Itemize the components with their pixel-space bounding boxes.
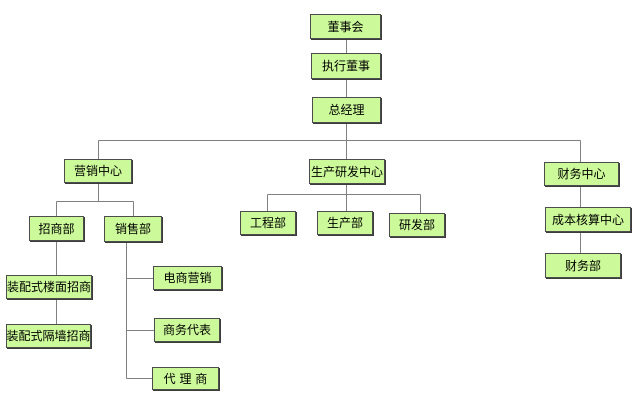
node-label: 装配式楼面招商 [7, 280, 92, 294]
org-node-business-rep: 商务代表 [154, 318, 220, 342]
node-label: 生产研发中心 [310, 164, 383, 179]
org-node-general-manager: 总经理 [312, 97, 381, 123]
node-label: 财务中心 [557, 167, 606, 181]
node-label: 总经理 [328, 103, 365, 117]
org-node-sales-dept: 销售部 [104, 216, 162, 242]
org-node-rd-dept: 研发部 [389, 213, 445, 237]
org-node-finance-center: 财务中心 [544, 162, 619, 186]
org-node-prefab-floor-investment: 装配式楼面招商 [6, 275, 92, 299]
node-label: 财务部 [564, 258, 601, 273]
node-label: 销售部 [114, 222, 151, 236]
org-node-board-of-directors: 董事会 [310, 14, 381, 39]
node-label: 装配式隔墙招商 [6, 329, 91, 343]
node-label: 成本核算中心 [551, 212, 624, 227]
org-node-executive-director: 执行董事 [311, 53, 381, 79]
org-node-production-dept: 生产部 [317, 211, 373, 235]
org-node-marketing-center: 营销中心 [64, 159, 132, 183]
node-label: 商务代表 [162, 323, 211, 337]
node-label: 招商部 [38, 221, 75, 236]
org-node-ecommerce-marketing: 电商营销 [153, 266, 222, 290]
org-node-prefab-wall-investment: 装配式隔墙招商 [6, 324, 91, 348]
org-node-investment-dept: 招商部 [29, 216, 84, 241]
org-node-finance-dept: 财务部 [545, 253, 621, 278]
node-label: 工程部 [249, 216, 286, 230]
node-label: 代 理 商 [163, 371, 208, 386]
node-label: 营销中心 [73, 164, 122, 178]
org-node-agents: 代 理 商 [152, 367, 219, 390]
node-label: 研发部 [398, 218, 435, 232]
org-node-cost-accounting-center: 成本核算中心 [545, 207, 631, 232]
node-label: 电商营销 [163, 271, 212, 285]
node-label: 执行董事 [321, 59, 370, 73]
org-node-production-rd-center: 生产研发中心 [309, 159, 385, 184]
node-label: 生产部 [326, 216, 363, 230]
node-label: 董事会 [327, 19, 364, 34]
org-node-engineering-dept: 工程部 [240, 211, 296, 235]
